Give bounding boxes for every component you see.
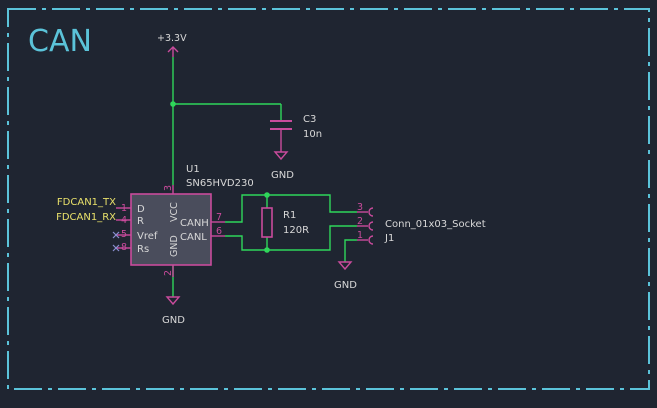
pin-name-rs: Rs: [137, 244, 149, 255]
capacitor-value: 10n: [303, 129, 322, 140]
junction-canl: [264, 247, 270, 253]
pin-number-canl: 6: [216, 226, 222, 237]
junction-vcc: [170, 101, 176, 107]
power-3v3-label: +3.3V: [157, 33, 187, 44]
junction-canh: [264, 192, 270, 198]
ic-value: SN65HVD230: [186, 178, 254, 189]
wires: [172, 57, 357, 297]
resistor-ref: R1: [283, 210, 296, 221]
gnd-symbol-conn: [337, 261, 353, 271]
pin-name-d: D: [137, 204, 145, 215]
connector-value: Conn_01x03_Socket: [385, 219, 486, 230]
pin-number-vref: 5: [121, 229, 127, 240]
pin-name-vcc: VCC: [169, 202, 180, 222]
pin-name-r: R: [137, 216, 144, 227]
gnd-label-cap: GND: [271, 170, 294, 181]
resistor-r1: [261, 207, 273, 238]
pin-number-canh: 7: [216, 212, 222, 223]
wire-canh: [225, 194, 357, 223]
sheet-title: CAN: [28, 24, 92, 59]
gnd-symbol-ic: [165, 296, 181, 306]
pin-number-d: 1: [121, 203, 127, 214]
resistor-value: 120R: [283, 225, 309, 236]
connector-pin-number-2: 2: [357, 216, 363, 227]
connector-pin-number-1: 1: [357, 230, 363, 241]
gnd-label-conn: GND: [334, 280, 357, 291]
pin-name-canh: CANH: [180, 218, 209, 229]
wire-conn-gnd: [344, 239, 357, 262]
wire-canl: [225, 225, 357, 251]
net-label-tx: FDCAN1_TX: [57, 197, 116, 208]
capacitor-c3: [270, 120, 292, 152]
gnd-label-ic: GND: [162, 315, 185, 326]
pin-number-gnd: 2: [163, 270, 174, 276]
net-label-rx: FDCAN1_RX: [56, 212, 116, 223]
sheet-frame: [7, 8, 650, 390]
gnd-symbol-cap: [273, 151, 289, 161]
junctions: [170, 101, 270, 253]
pin-number-r: 4: [121, 215, 127, 226]
pin-name-gnd: GND: [169, 235, 180, 257]
ic-ref: U1: [186, 164, 200, 175]
power-3v3-symbol: [167, 46, 179, 57]
no-connect-markers: [112, 231, 120, 252]
connector-ref: J1: [384, 233, 394, 244]
connector-pin-number-3: 3: [357, 202, 363, 213]
connector-j1: [357, 207, 374, 245]
pin-name-canl: CANL: [180, 232, 207, 243]
ic-pins: [116, 185, 225, 277]
pin-number-rs: 8: [121, 242, 127, 253]
capacitor-ref: C3: [303, 114, 316, 125]
pin-number-vcc: 3: [163, 185, 174, 191]
pin-name-vref: Vref: [137, 231, 158, 242]
ic-body: [130, 193, 212, 266]
